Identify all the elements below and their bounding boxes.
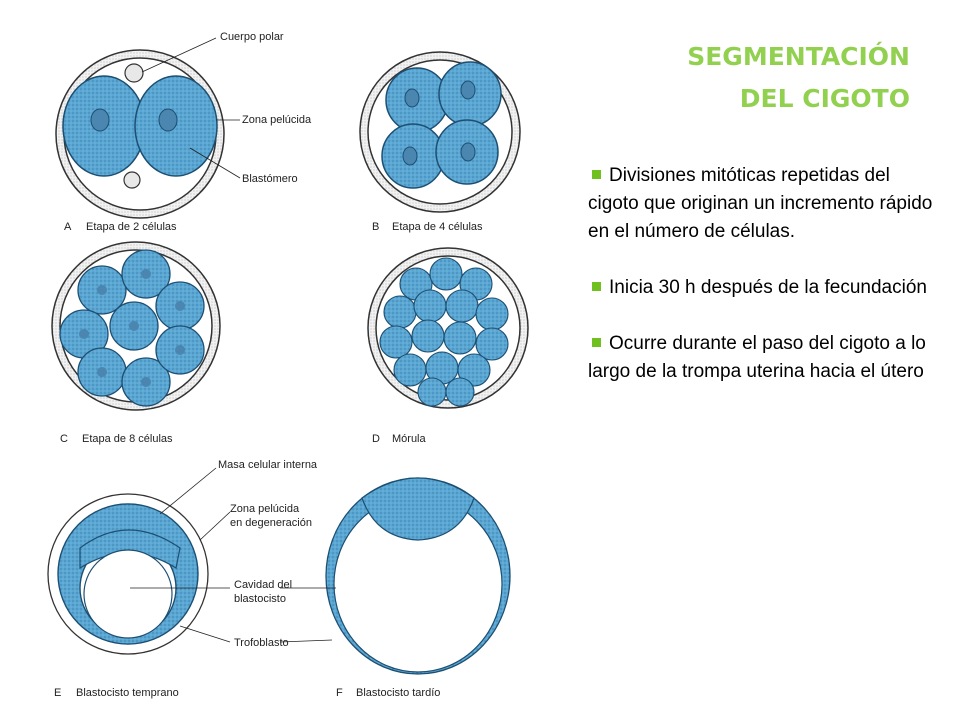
square-bullet-icon <box>592 337 601 347</box>
nucleus <box>460 142 476 162</box>
panel-e-letter: E <box>54 687 61 699</box>
panel-e-caption: Blastocisto temprano <box>76 687 179 699</box>
polar-body-top <box>124 63 144 83</box>
bullet-item: Inicia 30 h después de la fecundación <box>588 274 936 302</box>
panel-f-letter: F <box>336 687 343 699</box>
label-cavity-line2: blastocisto <box>234 593 286 605</box>
panel-e-early-blastocyst: Masa celular interna Zona pelúcida en de… <box>47 459 318 699</box>
panel-c-letter: C <box>60 433 68 445</box>
panel-c-eight-cell: C Etapa de 8 células <box>51 241 221 445</box>
label-zona-degenerating-line1: Zona pelúcida <box>230 503 300 515</box>
title-line-1: SEGMENTACIÓN <box>687 42 910 71</box>
label-polar-body: Cuerpo polar <box>220 31 284 43</box>
panel-c-caption: Etapa de 8 células <box>82 433 173 445</box>
square-bullet-icon <box>592 169 601 179</box>
nucleus <box>158 108 178 132</box>
nucleus <box>404 88 420 108</box>
panel-b-caption: Etapa de 4 células <box>392 221 483 233</box>
panel-b-letter: B <box>372 221 379 233</box>
nucleus <box>90 108 110 132</box>
label-inner-cell-mass: Masa celular interna <box>218 459 318 471</box>
panel-a-letter: A <box>64 221 72 233</box>
label-cavity-line1: Cavidad del <box>234 579 292 591</box>
panel-f-caption: Blastocisto tardío <box>356 687 440 699</box>
slide-title: SEGMENTACIÓN DEL CIGOTO <box>687 36 910 120</box>
panel-b-four-cell: B Etapa de 4 células <box>359 51 521 233</box>
square-bullet-icon <box>592 281 601 291</box>
label-zona-degenerating-line2: en degeneración <box>230 517 312 529</box>
label-zona-pelucida: Zona pelúcida <box>242 114 312 126</box>
panel-a-two-cell: Cuerpo polar Zona pelúcida Blastómero A … <box>55 31 312 233</box>
panel-d-caption: Mórula <box>392 433 427 445</box>
title-line-2: DEL CIGOTO <box>739 84 910 113</box>
nucleus <box>402 146 418 166</box>
panel-a-caption: Etapa de 2 células <box>86 221 177 233</box>
panel-d-morula: D Mórula <box>367 247 529 445</box>
polar-body-bottom <box>123 171 141 189</box>
segmentation-figure: Cuerpo polar Zona pelúcida Blastómero A … <box>40 28 540 716</box>
label-blastomere: Blastómero <box>242 173 298 185</box>
panel-d-letter: D <box>372 433 380 445</box>
blastocyst-cavity <box>83 549 173 639</box>
inner-cell-mass <box>361 477 475 541</box>
panel-f-late-blastocyst: F Blastocisto tardío <box>279 477 511 699</box>
nucleus <box>460 80 476 100</box>
bullet-item: Divisiones mitóticas repetidas del cigot… <box>588 165 933 242</box>
bullet-list: Divisiones mitóticas repetidas del cigot… <box>588 162 936 414</box>
bullet-item: Ocurre durante el paso del cigoto a lo l… <box>588 333 926 382</box>
label-trophoblast: Trofoblasto <box>234 637 289 649</box>
